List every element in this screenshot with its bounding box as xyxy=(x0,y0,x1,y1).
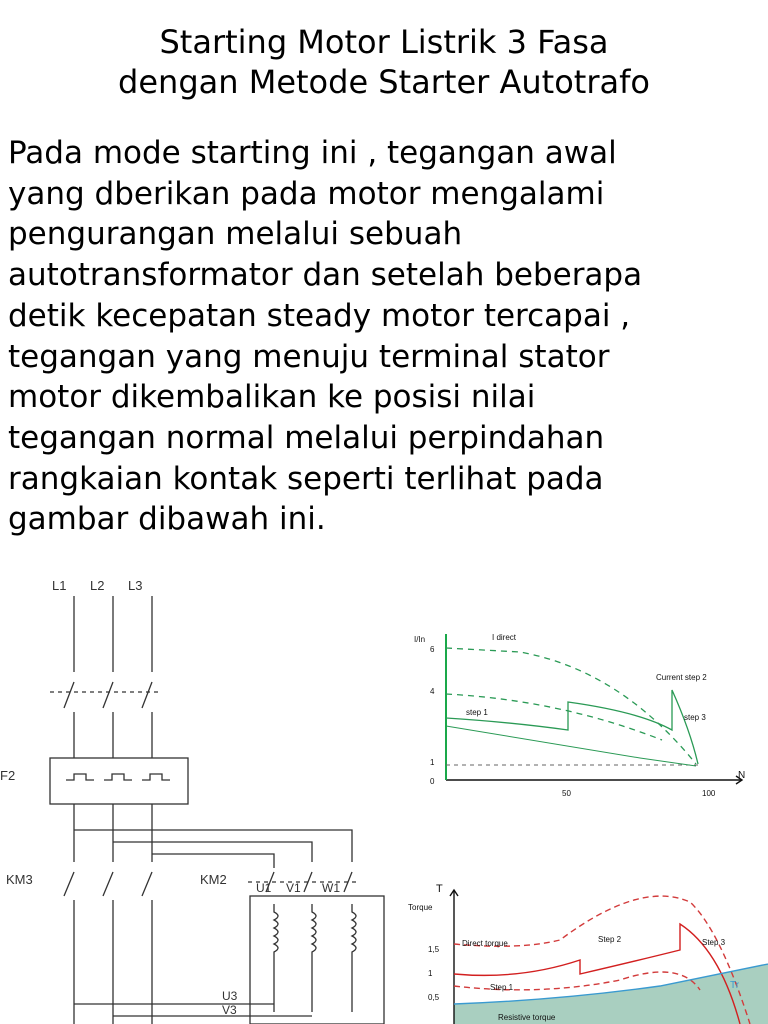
y-axis-sub: Torque xyxy=(408,903,433,912)
body-line: pengurangan melalui sebuah xyxy=(8,216,463,253)
body-line: detik kecepatan steady motor tercapai , xyxy=(8,297,631,334)
label-u3: U3 xyxy=(222,989,238,1003)
x-tick: 50 xyxy=(562,789,571,798)
y-tick: 0,5 xyxy=(428,993,440,1002)
y-axis-label: I/In xyxy=(414,635,425,644)
y-tick: 4 xyxy=(430,687,435,696)
y-tick: 1 xyxy=(430,758,435,767)
body-line: Pada mode starting ini , tegangan awal xyxy=(8,135,617,171)
x-axis-label: N xyxy=(738,770,745,781)
body-line: gambar dibawah ini. xyxy=(8,501,326,538)
label-l3: L3 xyxy=(128,578,142,593)
annotation-step3: Step 3 xyxy=(702,938,726,947)
y-tick: 1 xyxy=(428,969,433,978)
annotation-step2: Step 2 xyxy=(598,935,622,944)
body-line: rangkaian kontak seperti terlihat pada xyxy=(8,460,604,497)
body-line: yang dberikan pada motor mengalami xyxy=(8,175,605,212)
y-tick: 1,5 xyxy=(428,945,440,954)
annotation-resistive-torque: Resistive torque xyxy=(498,1013,556,1022)
body-line: motor dikembalikan ke posisi nilai xyxy=(8,379,536,416)
body-line: tegangan normal melalui perpindahan xyxy=(8,419,605,456)
body-line: autotransformator dan setelah beberapa xyxy=(8,257,643,294)
y-axis-label: T xyxy=(436,883,443,895)
slide-title: Starting Motor Listrik 3 Fasa dengan Met… xyxy=(0,22,768,102)
body-line: tegangan yang menuju terminal stator xyxy=(8,338,610,375)
label-km3: KM3 xyxy=(6,872,33,887)
annotation-step1: Step 1 xyxy=(490,983,514,992)
label-km2: KM2 xyxy=(200,872,227,887)
label-v1: V1 xyxy=(286,881,301,895)
title-line-2: dengan Metode Starter Autotrafo xyxy=(118,63,650,101)
annotation-direct: I direct xyxy=(492,633,517,642)
y-tick: 6 xyxy=(430,645,435,654)
annotation-current-step2: Current step 2 xyxy=(656,673,707,682)
y-tick: 0 xyxy=(430,777,435,786)
annotation-direct-torque: Direct torque xyxy=(462,939,508,948)
label-l2: L2 xyxy=(90,578,104,593)
label-u1: U1 xyxy=(256,881,272,895)
label-f2: F2 xyxy=(0,768,15,783)
label-v3: V3 xyxy=(222,1003,237,1017)
x-tick: 100 xyxy=(702,789,716,798)
torque-speed-chart: T Torque 1,5 1 0,5 Direct torque Step 2 … xyxy=(408,883,768,1024)
annotation-tr: Tr xyxy=(730,980,740,991)
body-paragraph: Pada mode starting ini , tegangan awal y… xyxy=(8,133,758,540)
annotation-step3: step 3 xyxy=(684,713,706,722)
title-line-1: Starting Motor Listrik 3 Fasa xyxy=(159,23,609,61)
label-w1: W1 xyxy=(322,881,340,895)
label-l1: L1 xyxy=(52,578,66,593)
current-speed-chart: I/In 6 4 1 0 50 100 N I direct Current s… xyxy=(414,633,745,798)
autotransformer-circuit-diagram: L1 L2 L3 F2 KM3 KM2 U1 V1 W1 U3 V3 xyxy=(0,578,385,1024)
annotation-step1: step 1 xyxy=(466,708,488,717)
